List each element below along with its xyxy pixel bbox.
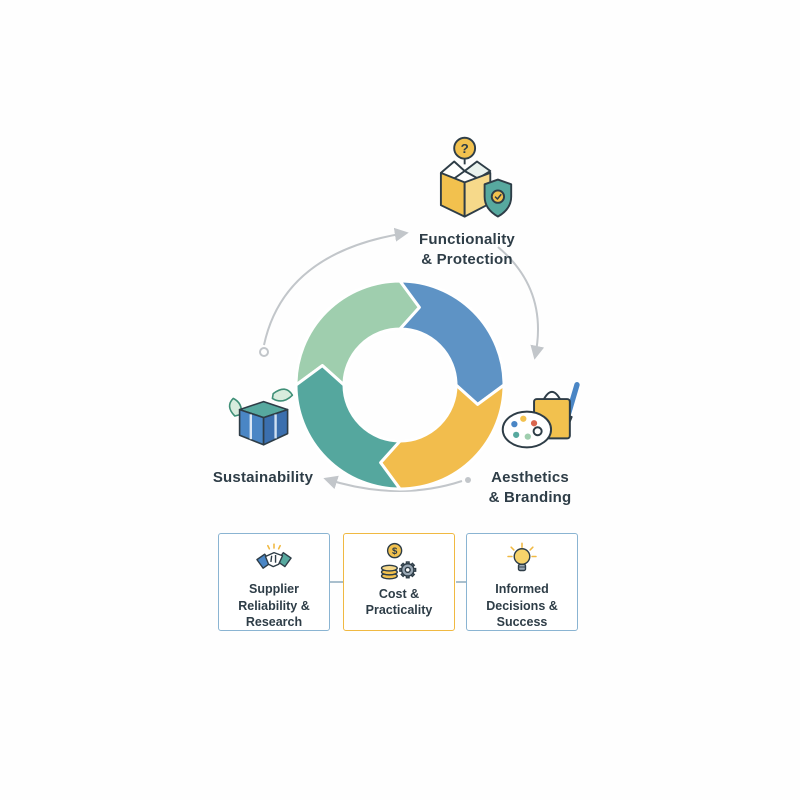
connector-start-dot bbox=[259, 347, 269, 357]
label-line: & Branding bbox=[488, 488, 572, 506]
lightbulb-icon bbox=[507, 542, 537, 572]
coins-gear-icon: $ bbox=[380, 542, 417, 580]
box-label-informed-decisions: Informed Decisions & Success bbox=[486, 581, 558, 630]
node-label-sustainability: Sustainability bbox=[188, 468, 338, 488]
ring-segment-bottom-left bbox=[294, 364, 402, 491]
box-link-right bbox=[456, 581, 466, 583]
question-mark-glyph: ? bbox=[461, 141, 469, 156]
label-line: Success bbox=[496, 614, 548, 629]
gift-box-leaves-icon bbox=[228, 388, 294, 446]
label-line: Sustainability bbox=[212, 469, 314, 486]
bottom-box-supplier-reliability: Supplier Reliability & Research bbox=[218, 533, 330, 631]
label-line: Informed bbox=[495, 582, 549, 597]
box-label-cost-practicality: Cost & Practicality bbox=[366, 586, 433, 619]
bottom-box-informed-decisions: Informed Decisions & Success bbox=[466, 533, 578, 631]
dollar-sign-glyph: $ bbox=[392, 546, 398, 557]
palette-bag-brush-icon bbox=[501, 382, 580, 449]
box-link-left bbox=[330, 581, 343, 583]
label-line: Practicality bbox=[365, 603, 433, 618]
cycle-ring bbox=[294, 279, 506, 491]
label-line: Functionality bbox=[419, 231, 515, 248]
handshake-icon bbox=[256, 543, 292, 569]
open-box-question-shield-icon: ? bbox=[439, 136, 513, 218]
label-line: & Protection bbox=[421, 250, 513, 268]
label-line: Research bbox=[245, 614, 303, 629]
label-line: Aesthetics bbox=[491, 469, 569, 486]
node-label-functionality-protection: Functionality & Protection bbox=[382, 230, 552, 270]
ring-segment-top-right bbox=[398, 279, 506, 406]
node-label-aesthetics-branding: Aesthetics & Branding bbox=[455, 468, 605, 508]
label-line: Reliability & bbox=[238, 598, 310, 613]
label-line: Supplier bbox=[248, 582, 299, 597]
label-line: Cost & bbox=[378, 587, 420, 601]
label-line: Decisions & bbox=[486, 598, 558, 613]
ring-segment-top-left bbox=[294, 279, 421, 387]
bottom-box-cost-practicality: $ Cost & Practicality bbox=[343, 533, 455, 631]
box-label-supplier-reliability: Supplier Reliability & Research bbox=[238, 581, 310, 630]
